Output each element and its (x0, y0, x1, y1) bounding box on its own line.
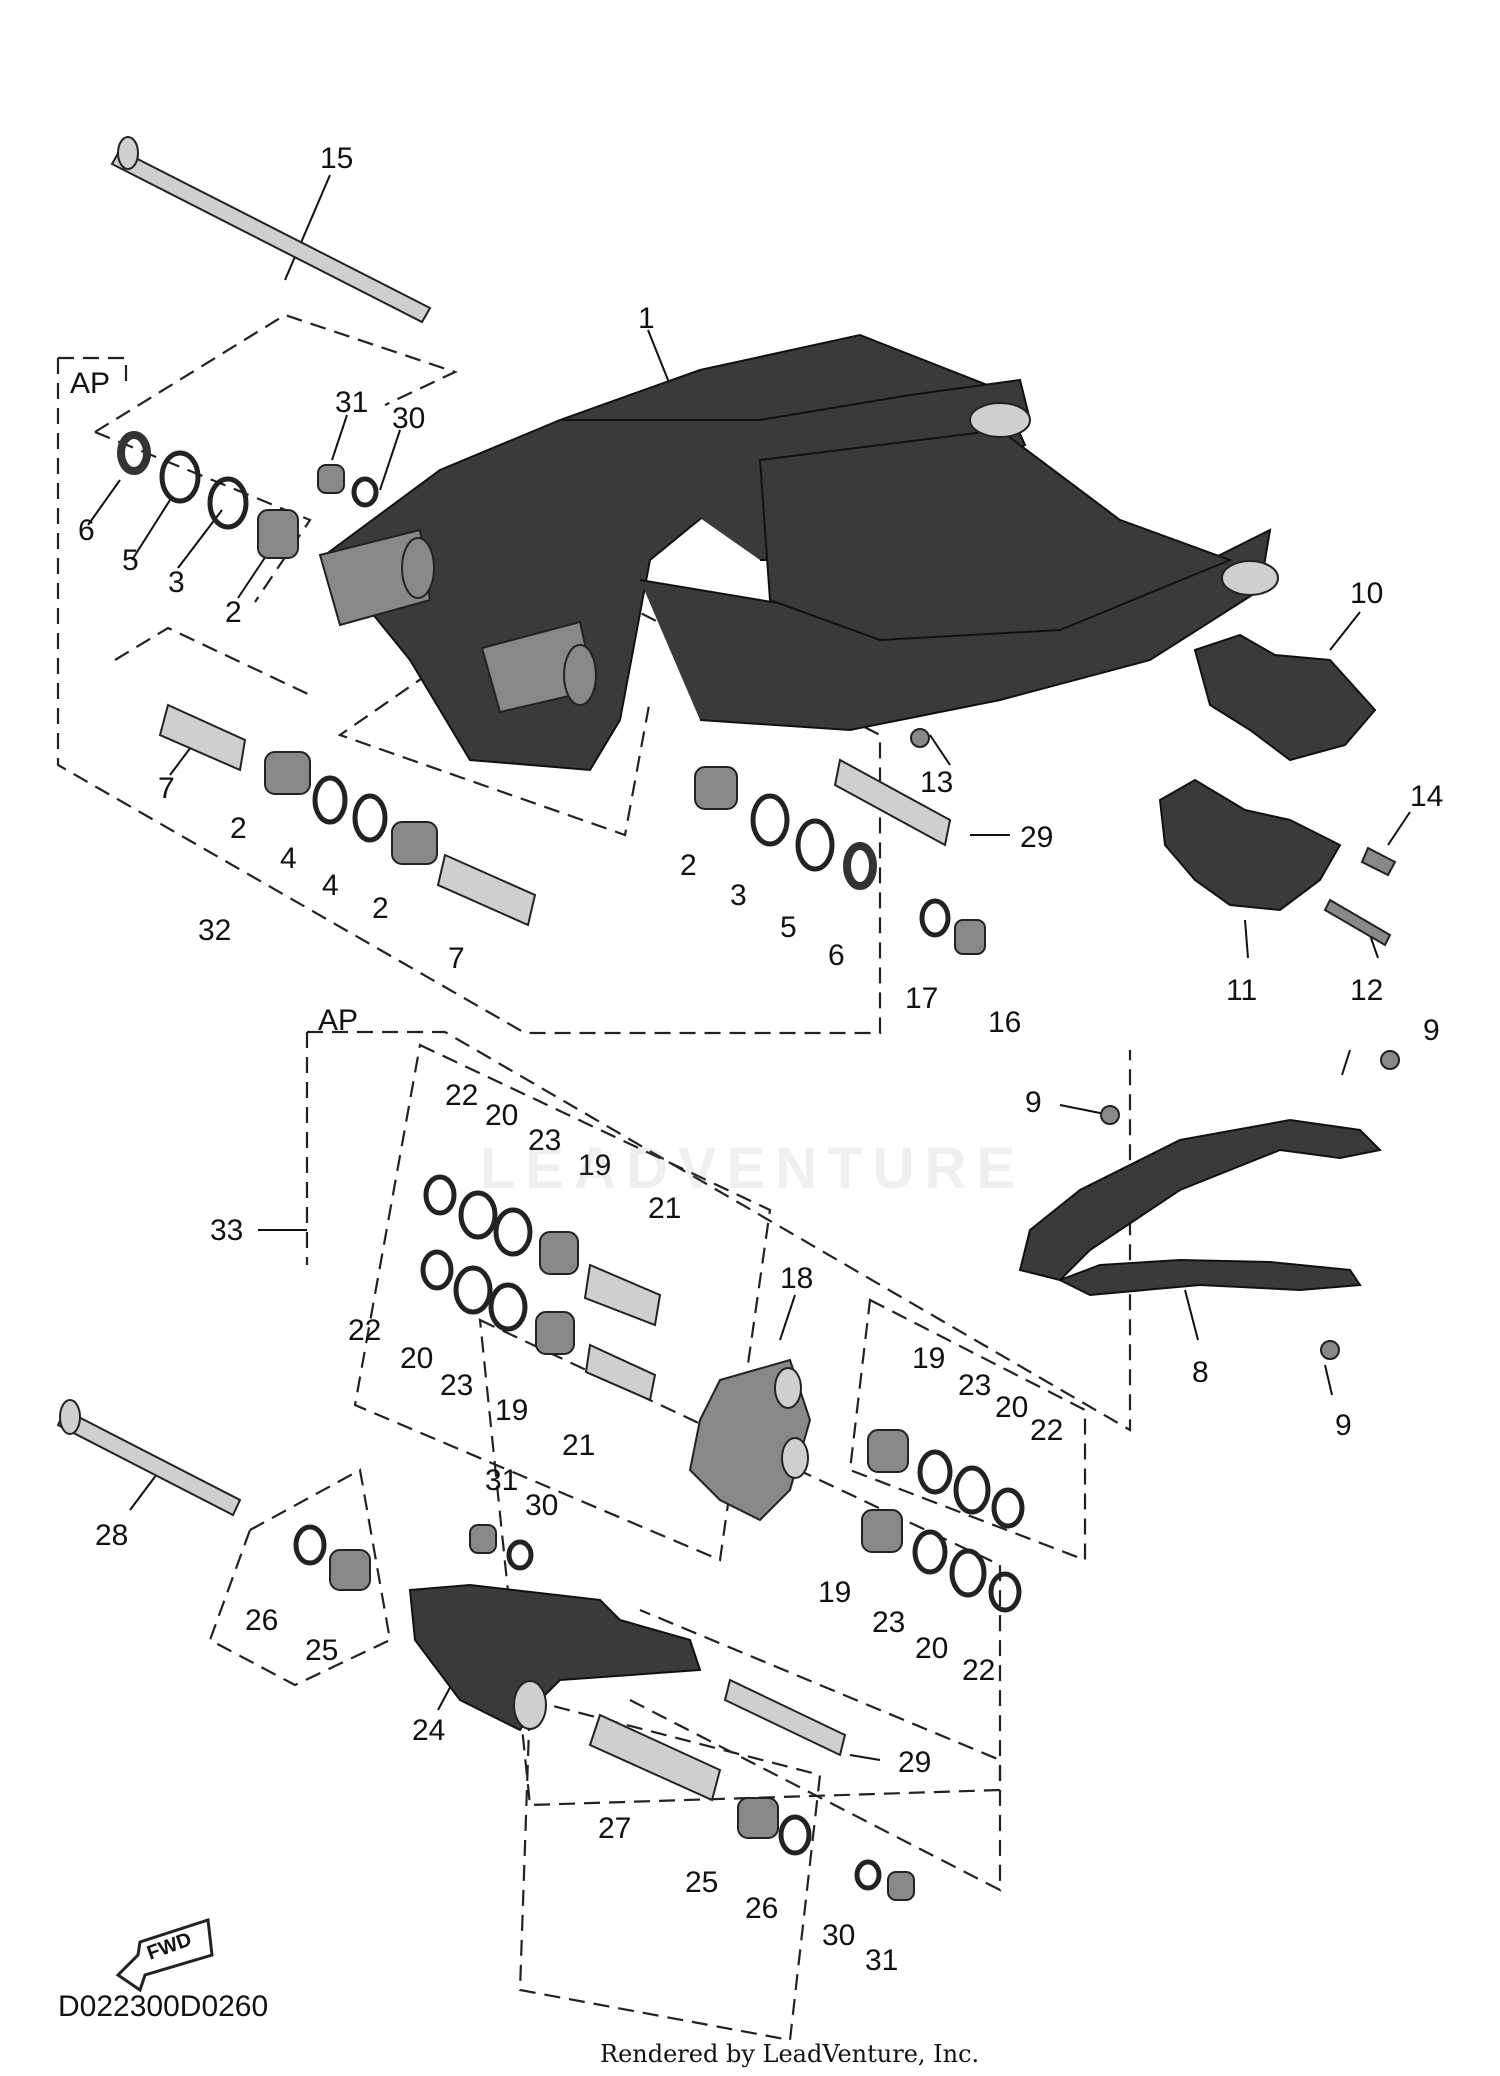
chain-guide-bracket-10 (1193, 633, 1377, 762)
callout-8: 8 (1192, 1356, 1209, 1389)
callout-31: 31 (335, 386, 368, 419)
relay-arm-18 (688, 1358, 812, 1522)
nut-13 (910, 728, 930, 748)
callout-23: 23 (872, 1606, 905, 1639)
callout-30: 30 (392, 402, 425, 435)
callout-22: 22 (962, 1654, 995, 1687)
callout-23: 23 (958, 1369, 991, 1402)
callout-16: 16 (988, 1006, 1021, 1039)
callout-22: 22 (348, 1314, 381, 1347)
pivot-hardware-left (117, 431, 537, 927)
relay-bushings-33 (420, 1174, 1025, 1613)
callout-24: 24 (412, 1714, 445, 1747)
callout-20: 20 (915, 1632, 948, 1665)
callout-18: 18 (780, 1262, 813, 1295)
pivot-shaft-15 (110, 136, 432, 324)
callout-4: 4 (322, 869, 339, 902)
forward-arrow-icon: FWD (115, 1918, 214, 1993)
group-32-outline (56, 356, 882, 1035)
swingarm-1 (318, 333, 1279, 772)
callout-11: 11 (1226, 974, 1257, 1007)
watermark-text: LEADVENTURE (480, 1136, 1026, 1201)
callout-13: 13 (920, 766, 953, 799)
callout-9: 9 (1423, 1014, 1440, 1047)
bolt-12 (1323, 898, 1392, 947)
relay-box-lower (518, 1698, 822, 2042)
callout-15: 15 (320, 142, 353, 175)
callout-31: 31 (865, 1944, 898, 1977)
callout-9: 9 (1025, 1086, 1042, 1119)
callout-6: 6 (78, 514, 95, 547)
connecting-rod-24 (408, 1583, 702, 1732)
callout-2: 2 (225, 596, 242, 629)
callout-3: 3 (168, 566, 185, 599)
chain-guide-11 (1158, 778, 1342, 912)
callout-25: 25 (305, 1634, 338, 1667)
callout-30: 30 (822, 1919, 855, 1952)
callout-32: 32 (198, 914, 231, 947)
callout-9: 9 (1335, 1409, 1352, 1442)
group-tag-ap-lower: AP (318, 1004, 358, 1037)
screws-9 (1100, 1050, 1400, 1360)
callout-29: 29 (1020, 821, 1053, 854)
callout-20: 20 (995, 1391, 1028, 1424)
group-33-outline (305, 1030, 1132, 1432)
group-tag-ap-upper: AP (70, 367, 110, 400)
callout-22: 22 (1030, 1414, 1063, 1447)
callout-4: 4 (280, 842, 297, 875)
callout-12: 12 (1350, 974, 1383, 1007)
callout-31: 31 (485, 1464, 518, 1497)
collar-outline-b (114, 626, 311, 696)
callout-22: 22 (445, 1079, 478, 1112)
callout-20: 20 (485, 1099, 518, 1132)
callout-17: 17 (905, 982, 938, 1015)
callout-19: 19 (912, 1342, 945, 1375)
callout-1: 1 (638, 302, 655, 335)
callout-19: 19 (578, 1149, 611, 1182)
callout-19: 19 (818, 1576, 851, 1609)
diagram-code: D022300D0260 (58, 1990, 269, 2023)
bolt-14 (1360, 846, 1397, 877)
callout-6: 6 (828, 939, 845, 972)
rod-box-right (629, 1608, 1002, 1892)
callout-30: 30 (525, 1489, 558, 1522)
callout-21: 21 (562, 1429, 595, 1462)
bushing-box-a (353, 1043, 772, 1562)
rod-box (848, 1298, 1087, 1562)
callout-19: 19 (495, 1394, 528, 1427)
callout-5: 5 (122, 544, 139, 577)
pin-15-outline (94, 313, 458, 433)
collar-27 (588, 1713, 722, 1802)
callout-26: 26 (245, 1604, 278, 1637)
render-credit: Rendered by LeadVenture, Inc. (600, 2040, 980, 2068)
callout-2: 2 (230, 812, 247, 845)
pivot-hardware-right (694, 758, 986, 955)
bolt-28 (56, 1399, 242, 1517)
callout-29: 29 (898, 1746, 931, 1779)
callout-2: 2 (372, 892, 389, 925)
bolt-29-lower (723, 1678, 847, 1757)
callout-23: 23 (440, 1369, 473, 1402)
washer-box-a (208, 1468, 392, 1687)
callout-7: 7 (158, 772, 175, 805)
callout-labels: 15 1 31 30 6 5 3 2 10 7 2 4 4 2 7 32 13 … (78, 142, 1443, 1977)
callout-26: 26 (745, 1892, 778, 1925)
callout-5: 5 (780, 911, 797, 944)
callout-2: 2 (680, 849, 697, 882)
callout-21: 21 (648, 1192, 681, 1225)
washers-26-25-upper (293, 1524, 534, 1591)
callout-25: 25 (685, 1866, 718, 1899)
callout-7: 7 (448, 942, 465, 975)
callout-28: 28 (95, 1519, 128, 1552)
callout-27: 27 (598, 1812, 631, 1845)
callout-14: 14 (1410, 780, 1443, 813)
callout-10: 10 (1350, 577, 1383, 610)
callout-3: 3 (730, 879, 747, 912)
callout-23: 23 (528, 1124, 561, 1157)
washers-25-26-lower (737, 1797, 915, 1901)
callout-33: 33 (210, 1214, 243, 1247)
chain-slider-8 (1018, 1118, 1383, 1297)
callout-20: 20 (400, 1342, 433, 1375)
